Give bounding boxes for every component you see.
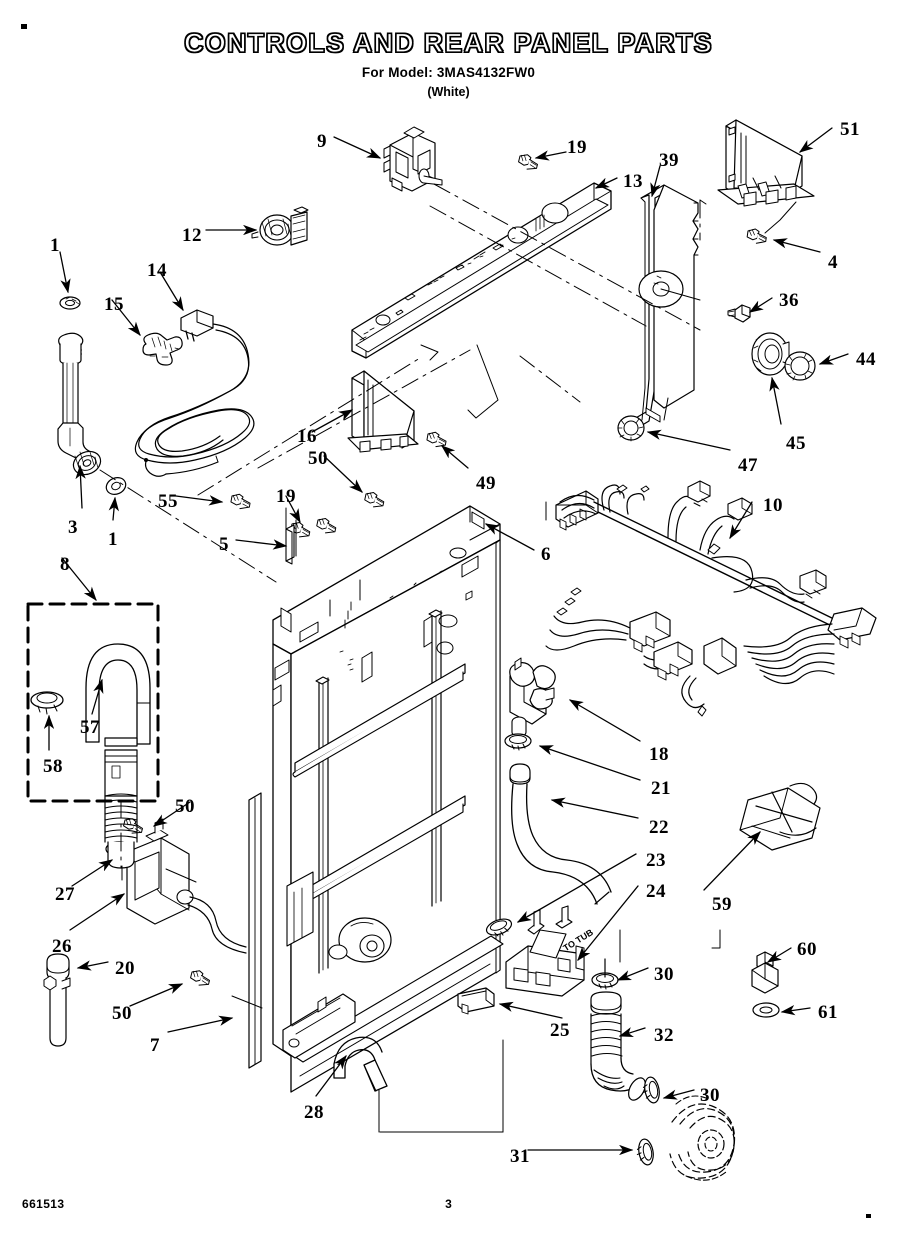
part-washer-1-lower: [105, 477, 127, 495]
part-fitting-60: [751, 951, 779, 994]
part-screw-5: [315, 516, 338, 536]
part-clip-19b: [285, 524, 295, 565]
callout-16[interactable]: 16: [297, 426, 317, 447]
callout-31[interactable]: 31: [510, 1146, 530, 1167]
callout-50-lower[interactable]: 50: [112, 1003, 132, 1024]
part-screw-4: [745, 227, 768, 246]
callout-45[interactable]: 45: [786, 433, 806, 454]
callout-5[interactable]: 5: [219, 534, 229, 555]
part-screw-55: [229, 492, 252, 511]
callout-1-upper[interactable]: 1: [50, 235, 60, 256]
page-title: CONTROLS AND REAR PANEL PARTS: [183, 27, 713, 58]
callout-20[interactable]: 20: [115, 958, 135, 979]
callout-61[interactable]: 61: [818, 1002, 838, 1023]
callout-19-mid[interactable]: 19: [276, 486, 296, 507]
part-screw-50-upper: [363, 490, 386, 510]
part-screw-50-lower: [188, 968, 212, 988]
variant-line: (White): [427, 85, 470, 99]
part-clamp-58: [30, 691, 64, 715]
part-timer-9: [383, 126, 443, 192]
callout-27[interactable]: 27: [55, 884, 75, 905]
callout-49[interactable]: 49: [476, 473, 496, 494]
callout-3[interactable]: 3: [68, 517, 78, 538]
part-console-panel-13: [351, 182, 612, 359]
callout-25[interactable]: 25: [550, 1020, 570, 1041]
part-knob-44: [784, 351, 816, 381]
callout-47[interactable]: 47: [738, 455, 758, 476]
callout-12[interactable]: 12: [182, 225, 202, 246]
callout-13[interactable]: 13: [623, 171, 643, 192]
part-bracket-24: [505, 905, 585, 997]
part-knob-45: [751, 332, 790, 376]
callout-59[interactable]: 59: [712, 894, 732, 915]
callout-30-lower[interactable]: 30: [700, 1085, 720, 1106]
callout-26[interactable]: 26: [52, 936, 72, 957]
part-inlet-hose-22: [509, 763, 612, 905]
part-strain-relief-15: [142, 332, 183, 366]
part-water-level-switch-12: [251, 206, 309, 246]
callout-50-mid[interactable]: 50: [175, 796, 195, 817]
callout-18[interactable]: 18: [649, 744, 669, 765]
coiled-drain-hose: [669, 1095, 736, 1181]
callout-57[interactable]: 57: [80, 717, 100, 738]
callout-60[interactable]: 60: [797, 939, 817, 960]
callout-51[interactable]: 51: [840, 119, 860, 140]
callout-15[interactable]: 15: [104, 294, 124, 315]
part-wire-harness-10: [545, 480, 877, 717]
callout-30-upper[interactable]: 30: [654, 964, 674, 985]
callout-19-top[interactable]: 19: [567, 137, 587, 158]
callout-44[interactable]: 44: [856, 349, 876, 370]
footer-document-code: 661513: [22, 1197, 65, 1211]
callout-7[interactable]: 7: [150, 1035, 160, 1056]
callout-14[interactable]: 14: [147, 260, 167, 281]
part-console-bracket-51: [717, 119, 815, 207]
callout-1-lower[interactable]: 1: [108, 529, 118, 550]
footer-page-number: 3: [445, 1197, 452, 1211]
title-block: CONTROLS AND REAR PANEL PARTS For Model:…: [0, 27, 897, 99]
part-clamp-21: [504, 733, 532, 751]
callout-55[interactable]: 55: [158, 491, 178, 512]
callout-50-upper[interactable]: 50: [308, 448, 328, 469]
callout-23[interactable]: 23: [646, 850, 666, 871]
callout-8[interactable]: 8: [60, 554, 70, 575]
part-pump-26: [126, 818, 247, 954]
callout-21[interactable]: 21: [651, 778, 671, 799]
part-screw-50-mid: [121, 816, 145, 836]
part-screw-49: [425, 430, 448, 449]
part-air-dome-20: [43, 953, 71, 1047]
registration-mark-top-left: [21, 24, 27, 29]
callout-4[interactable]: 4: [828, 252, 838, 273]
model-line: For Model: 3MAS4132FW0: [361, 65, 536, 80]
callout-9[interactable]: 9: [317, 131, 327, 152]
callout-10[interactable]: 10: [763, 495, 783, 516]
part-console-bracket-16: [347, 370, 419, 453]
part-screw-19-top: [516, 152, 540, 172]
part-base-frame-7: [248, 792, 262, 1069]
part-drain-hose-32: [590, 991, 646, 1101]
part-clip-25: [457, 987, 495, 1015]
callout-6[interactable]: 6: [541, 544, 551, 565]
part-nut-36: [727, 304, 751, 323]
part-console-rear-cover-39: [632, 184, 701, 428]
callout-36[interactable]: 36: [779, 290, 799, 311]
callout-28[interactable]: 28: [304, 1102, 324, 1123]
part-washer-1-upper: [59, 296, 81, 310]
part-inlet-nozzle-3: [57, 332, 100, 461]
callout-22[interactable]: 22: [649, 817, 669, 838]
part-washer-61: [752, 1002, 780, 1018]
callout-58[interactable]: 58: [43, 756, 63, 777]
part-knob-47: [617, 415, 645, 442]
registration-mark-bottom-right: [866, 1214, 871, 1218]
callout-39[interactable]: 39: [659, 150, 679, 171]
part-clamp-31: [634, 1137, 656, 1167]
page-footer: 661513 3: [0, 1197, 897, 1221]
part-power-cord-14: [134, 309, 255, 477]
callout-32[interactable]: 32: [654, 1025, 674, 1046]
part-water-valve-18: [509, 657, 556, 737]
callout-24[interactable]: 24: [646, 881, 666, 902]
part-rear-panel-6: [272, 505, 504, 1093]
